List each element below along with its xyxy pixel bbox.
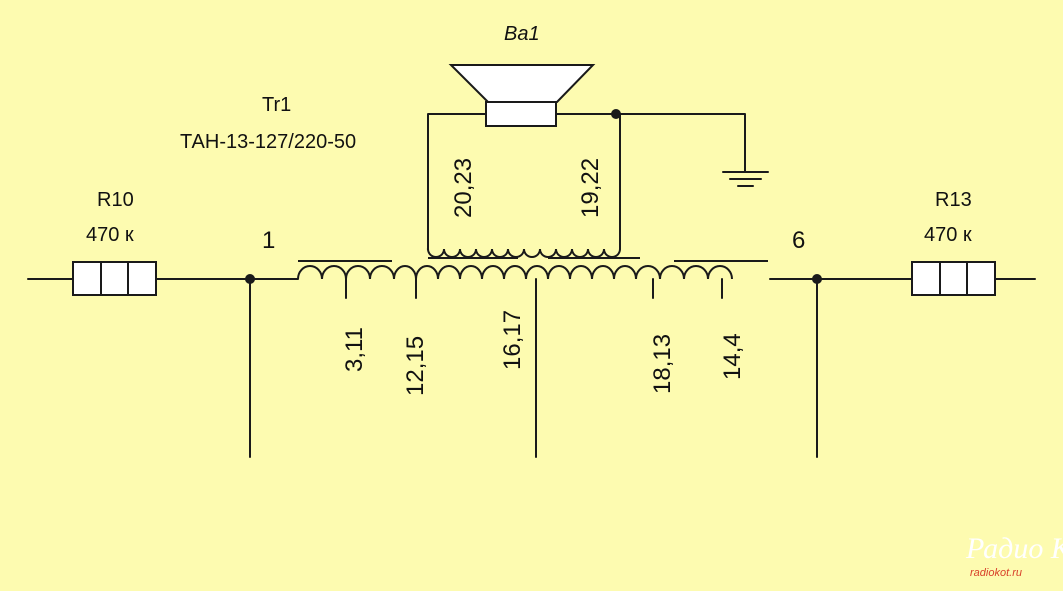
- ground-icon: [722, 171, 769, 187]
- tap-label: 20,23: [450, 158, 477, 218]
- tap-label: 14,4: [719, 333, 746, 380]
- resistor-r10-ref: R10: [97, 189, 134, 211]
- resistor-r10-body: [72, 261, 157, 296]
- junction-node-6: [812, 274, 822, 284]
- node-6-label: 6: [792, 227, 805, 254]
- speaker-icon: [448, 64, 596, 127]
- transformer-ref: Tr1: [262, 94, 291, 116]
- resistor-r13-ref: R13: [935, 189, 972, 211]
- tap-label: 18,13: [649, 334, 676, 394]
- resistor-r13-value: 470 к: [924, 224, 972, 246]
- resistor-r13-body: [911, 261, 996, 296]
- tap-label: 16,17: [499, 310, 526, 370]
- wire-speaker-left: [427, 113, 487, 250]
- tap-label: 12,15: [402, 336, 429, 396]
- transformer-secondary-winding: [426, 247, 621, 258]
- resistor-r13: [911, 261, 996, 296]
- speaker-label: Ba1: [504, 23, 540, 45]
- tap-label: 3,11: [341, 327, 368, 372]
- watermark-url: radiokot.ru: [970, 567, 1022, 579]
- junction-node-1: [245, 274, 255, 284]
- watermark-logo: Радио КОТ: [965, 532, 1063, 565]
- node-1-label: 1: [262, 227, 275, 254]
- tap-label: 19,22: [577, 158, 604, 218]
- junction-speaker: [611, 109, 621, 119]
- resistor-r10-value: 470 к: [86, 224, 134, 246]
- transformer-primary-winding: [297, 265, 733, 280]
- resistor-r10: [27, 261, 299, 296]
- transformer-type: ТАН-13-127/220-50: [180, 131, 356, 153]
